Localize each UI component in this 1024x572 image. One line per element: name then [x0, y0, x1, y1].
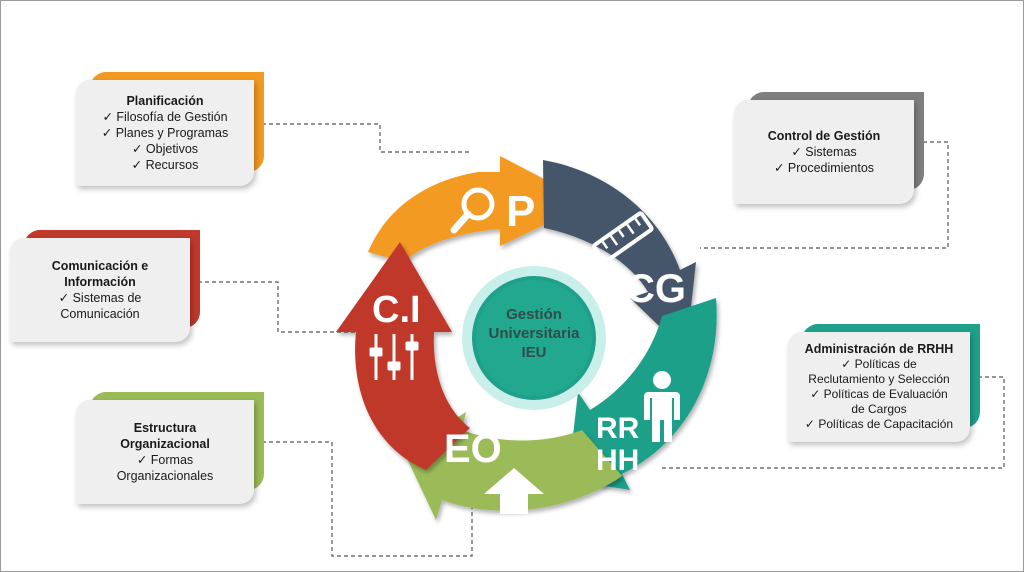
card-control-gestion: Control de Gestión Sistemas Procedimient… [734, 92, 924, 204]
connector-lines [198, 123, 1005, 557]
card-estructura: Estructura Organizacional Formas Organiz… [76, 392, 264, 504]
card-title-line-1: Estructura [133, 421, 197, 435]
card-comunicacion: Comunicación e Información Sistemas de C… [10, 230, 200, 342]
segment-p [368, 156, 590, 262]
card-title: Planificación [126, 94, 204, 108]
card-title-line-2: Organizacional [120, 437, 210, 451]
up-arrow-icon [484, 468, 544, 514]
card-item: Políticas de Evaluación [810, 387, 948, 402]
card-rrhh: Administración de RRHH Políticas de Recl… [788, 324, 980, 442]
center-line-1: Gestión [506, 306, 562, 323]
person-icon [644, 371, 680, 442]
center-circle-inner [476, 280, 592, 396]
center-label: Gestión Universitaria IEU [478, 305, 590, 362]
card-item: Filosofía de Gestión [102, 109, 227, 125]
segment-rrhh-label-2: HH [596, 444, 639, 477]
connector-rrhh [662, 376, 1005, 469]
card-item-continuation: de Cargos [851, 402, 907, 416]
card-title: Control de Gestión [767, 129, 881, 143]
segment-ci-label: C.I [372, 289, 421, 331]
segment-rrhh-label-1: RR [596, 412, 640, 445]
card-item: Procedimientos [774, 160, 874, 176]
connector-planificacion [262, 123, 470, 153]
card-title-line-2: Información [64, 275, 136, 289]
card-item: Objetivos [132, 141, 198, 157]
card-item: Planes y Programas [102, 125, 229, 141]
card-item-continuation: Reclutamiento y Selección [808, 372, 950, 386]
card-item: Políticas de Capacitación [805, 417, 953, 432]
connector-comunicacion [198, 281, 360, 333]
center-line-3: IEU [521, 344, 547, 361]
segment-p-label: P [506, 187, 535, 236]
center-line-2: Universitaria [488, 325, 580, 342]
card-title: Administración de RRHH [804, 342, 954, 356]
segment-eo-label: EO [444, 427, 502, 471]
segment-eo [404, 412, 622, 520]
segment-cg-label: CG [626, 267, 686, 311]
connector-estructura [262, 441, 473, 557]
ruler-icon [592, 211, 654, 264]
card-title-line-1: Comunicación e [51, 259, 149, 273]
magnifier-icon [450, 187, 495, 234]
connector-control [700, 141, 949, 249]
sliders-icon [369, 334, 419, 380]
segment-rrhh [568, 298, 717, 490]
card-item-continuation: Organizacionales [116, 469, 214, 483]
card-item: Recursos [132, 157, 199, 173]
segment-ci [336, 242, 470, 470]
card-planificacion: Planificación Filosofía de Gestión Plane… [76, 72, 264, 186]
card-item: Formas [137, 452, 193, 468]
card-item: Sistemas de [59, 290, 142, 306]
card-item: Sistemas [791, 144, 856, 160]
segment-cg [543, 160, 696, 352]
card-item: Políticas de [841, 357, 917, 372]
card-item-continuation: Comunicación [60, 307, 140, 321]
